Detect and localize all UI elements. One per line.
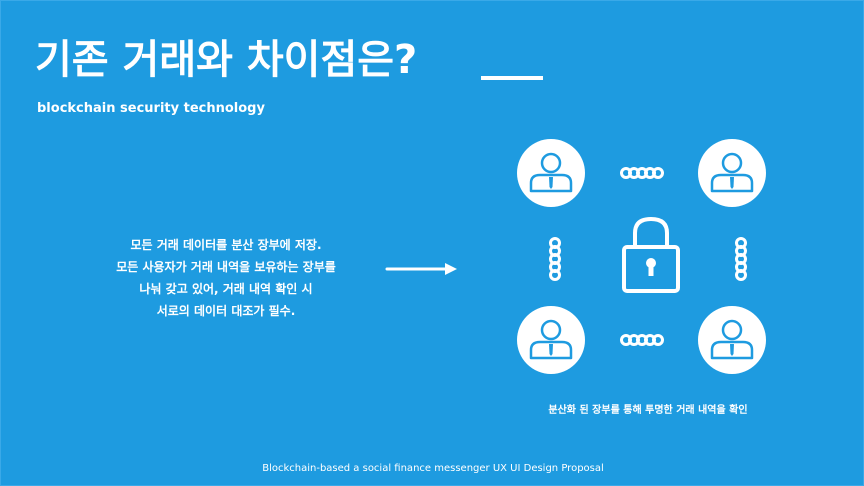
- user-icon: [515, 304, 587, 376]
- diagram-caption: 분산화 된 장부를 통해 투명한 거래 내역을 확인: [548, 405, 748, 416]
- description-line: 모든 거래 데이터를 분산 장부에 저장.: [130, 238, 322, 252]
- footer-text: Blockchain-based a social finance messen…: [262, 463, 604, 474]
- slide-title: 기존 거래와 차이점은?: [35, 37, 418, 83]
- chain-icon: [735, 237, 747, 281]
- chain-icon: [620, 167, 664, 179]
- description-line: 나눠 갖고 있어, 거래 내역 확인 시: [139, 282, 313, 296]
- user-icon: [696, 139, 768, 209]
- blockchain-diagram: [515, 139, 768, 376]
- title-underline: [481, 76, 543, 80]
- chain-icon: [620, 334, 664, 346]
- arrow-right-icon: [385, 263, 457, 275]
- slide-subtitle: blockchain security technology: [37, 101, 265, 116]
- description-line: 모든 사용자가 거래 내역을 보유하는 장부를: [116, 260, 336, 274]
- description: 모든 거래 데이터를 분산 장부에 저장. 모든 사용자가 거래 내역을 보유하…: [61, 234, 391, 322]
- user-icon: [515, 139, 587, 209]
- user-icon: [696, 304, 768, 376]
- chain-icon: [549, 237, 561, 281]
- description-line: 서로의 데이터 대조가 필수.: [156, 304, 296, 318]
- padlock-icon: [622, 216, 680, 293]
